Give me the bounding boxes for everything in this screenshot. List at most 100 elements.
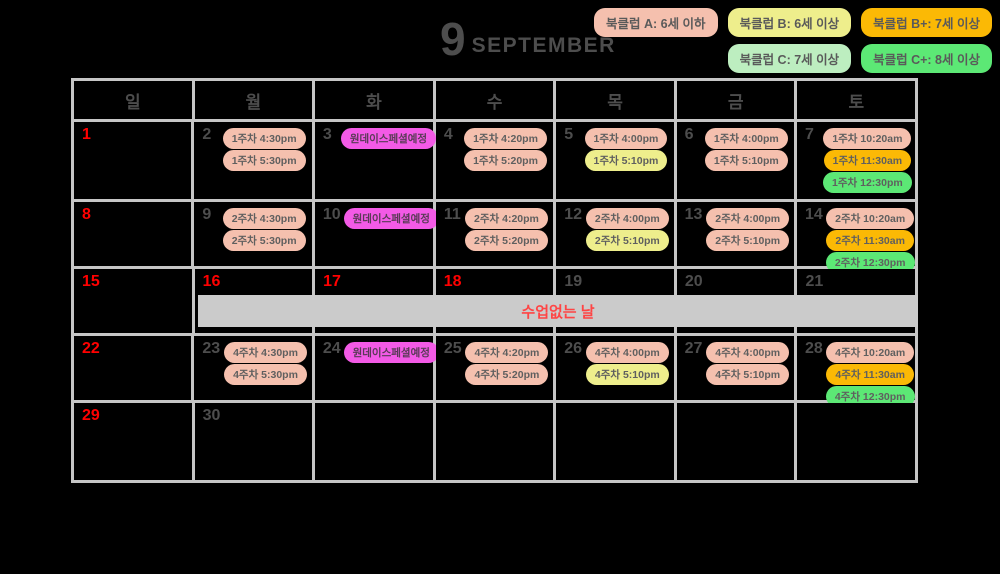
- event-chip[interactable]: 4주차 4:30pm: [224, 342, 307, 363]
- day-cell[interactable]: 18: [435, 269, 557, 336]
- day-cell[interactable]: 3 원데이스페셜예정: [314, 122, 437, 202]
- event-chip[interactable]: 2주차 5:20pm: [465, 230, 548, 251]
- legend-chip: 북클럽 B+: 7세 이상: [861, 8, 992, 37]
- day-number: 11: [443, 206, 461, 223]
- event-chip[interactable]: 4주차 4:00pm: [585, 342, 669, 363]
- weekday-label: 목: [607, 92, 623, 112]
- day-events: [585, 274, 670, 275]
- legend-chip: 북클럽 C+: 8세 이상: [861, 44, 992, 73]
- day-cell[interactable]: [797, 403, 919, 483]
- event-chip[interactable]: 1주차 4:00pm: [584, 128, 668, 149]
- event-chip[interactable]: 2주차 4:30pm: [222, 208, 306, 229]
- event-chip[interactable]: 2주차 5:10pm: [585, 230, 669, 251]
- day-number: 3: [322, 126, 332, 143]
- event-chip[interactable]: 1주차 5:10pm: [584, 150, 668, 171]
- day-cell[interactable]: 15: [74, 269, 195, 336]
- day-cell[interactable]: 29: [74, 403, 195, 483]
- day-cell[interactable]: 16: [194, 269, 316, 336]
- day-cell[interactable]: [556, 403, 677, 483]
- event-chip[interactable]: 2주차 12:30pm: [825, 252, 915, 273]
- event-chip[interactable]: 4주차 10:20am: [826, 342, 915, 363]
- event-chip[interactable]: 1주차 4:00pm: [704, 128, 788, 149]
- event-chip[interactable]: 2주차 5:10pm: [706, 230, 790, 251]
- event-chip[interactable]: 2주차 5:30pm: [222, 230, 306, 251]
- day-events: [465, 274, 550, 275]
- event-chip[interactable]: 1주차 5:10pm: [704, 150, 788, 171]
- event-chip[interactable]: 4주차 4:00pm: [706, 342, 790, 363]
- event-chip[interactable]: 1주차 5:20pm: [464, 150, 547, 171]
- event-chip[interactable]: 4주차 11:30am: [826, 364, 914, 385]
- event-chip[interactable]: 1주차 4:30pm: [222, 128, 306, 149]
- day-cell[interactable]: 8: [74, 202, 195, 269]
- month-number: 9: [440, 13, 466, 65]
- event-chip[interactable]: 1주차 11:30am: [823, 150, 912, 171]
- event-chip[interactable]: 4주차 5:10pm: [585, 364, 669, 385]
- event-chip[interactable]: 2주차 10:20am: [826, 208, 915, 229]
- event-chip[interactable]: 4주차 12:30pm: [825, 386, 915, 407]
- day-cell[interactable]: [315, 403, 436, 483]
- day-cell[interactable]: 21: [797, 269, 919, 336]
- day-events: [826, 274, 911, 275]
- day-cell[interactable]: [676, 403, 798, 483]
- event-chip[interactable]: 4주차 4:20pm: [465, 342, 549, 363]
- weekday-header-cell: 수: [435, 81, 557, 122]
- day-number: 27: [684, 340, 703, 357]
- day-cell[interactable]: 19: [556, 269, 677, 336]
- day-cell[interactable]: 20: [676, 269, 798, 336]
- event-chip[interactable]: 원데이스페셜예정: [343, 208, 439, 229]
- day-number: 22: [82, 340, 100, 357]
- event-chip[interactable]: 2주차 4:20pm: [465, 208, 548, 229]
- event-chip[interactable]: 2주차 11:30am: [826, 230, 914, 251]
- event-chip[interactable]: 4주차 5:30pm: [224, 364, 307, 385]
- event-chip[interactable]: 4주차 5:20pm: [465, 364, 549, 385]
- day-events: [341, 408, 429, 409]
- day-number: 24: [322, 340, 341, 357]
- day-events: [344, 274, 429, 275]
- day-cell[interactable]: 17: [315, 269, 436, 336]
- event-chip[interactable]: 1주차 12:30pm: [823, 172, 912, 193]
- event-chip[interactable]: 2주차 4:00pm: [585, 208, 669, 229]
- day-cell[interactable]: 1: [74, 122, 195, 202]
- day-cell[interactable]: 22: [74, 336, 195, 403]
- event-chip[interactable]: 1주차 4:20pm: [464, 128, 547, 149]
- event-chip[interactable]: 4주차 5:10pm: [706, 364, 790, 385]
- event-chip[interactable]: 1주차 5:30pm: [222, 150, 306, 171]
- day-number: 6: [684, 126, 694, 143]
- day-cell[interactable]: [435, 403, 557, 483]
- day-cell[interactable]: 30: [194, 403, 316, 483]
- event-chip[interactable]: 2주차 4:00pm: [706, 208, 790, 229]
- event-chip[interactable]: 원데이스페셜예정: [343, 342, 439, 363]
- event-chip[interactable]: 원데이스페셜예정: [340, 128, 437, 149]
- event-chip[interactable]: 1주차 10:20am: [823, 128, 912, 149]
- day-number: 2: [202, 126, 212, 143]
- day-number: 29: [82, 407, 100, 424]
